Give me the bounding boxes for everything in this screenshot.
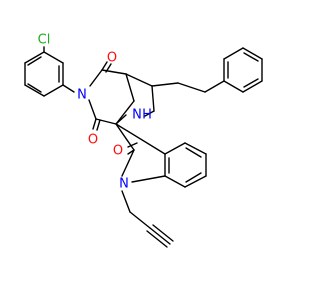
aromatic-inner-bond [243,52,259,62]
triple-bond [146,230,168,248]
bond [125,73,135,102]
aromatic-inner-bond [27,83,42,93]
aromatic-inner-bond [185,147,202,158]
carbonyl-c-o [127,142,138,148]
bond [242,80,263,93]
bond [151,82,179,87]
triple-bond [149,227,171,245]
oxygen-lactam-label: O [113,144,123,159]
bond [184,142,207,155]
bond [121,190,131,213]
background [0,0,300,300]
bond [115,100,135,125]
carbonyl-c-o [96,119,101,131]
bond-to-nh [144,110,155,117]
bond [223,80,244,93]
aromatic-inner-bond [27,56,42,66]
aromatic-inner-bond [185,172,202,183]
bond [24,84,45,97]
bond [43,84,64,97]
bond [24,51,45,64]
bond [164,142,186,155]
bond [151,85,155,112]
bond [129,211,151,229]
bond-to-n [62,84,75,93]
nitrogen-amine-label: N [132,108,142,123]
bond [125,73,153,87]
carbonyl-c-o [105,63,112,73]
bond [115,123,166,155]
nitrogen-indole-label: N [119,177,129,192]
molecule-structure: Cl N O O N H O N [0,0,300,300]
triple-bond [152,224,174,242]
bond [204,80,225,93]
oxygen-top-label: O [107,51,117,66]
bond-to-nh [115,114,127,125]
hydrogen-amine-label: H [142,108,152,123]
molecule-canvas: Cl N O O N H O N [0,0,300,300]
carbonyl-c-o [101,61,108,71]
chlorine-label: Cl [38,33,51,48]
aromatic-inner-bond [243,78,259,88]
bond [101,69,127,75]
bond [223,47,244,60]
bond [43,51,64,64]
carbon-bonds [24,46,263,248]
bond [88,99,97,120]
bond [242,47,263,60]
oxygen-mid-label: O [88,133,98,148]
carbonyl-c-o [92,118,97,130]
atom-labels: Cl N O O N H O N [38,33,152,192]
bond [177,82,206,93]
bond-to-n [121,149,135,177]
bond-to-n [131,175,166,183]
bond [164,175,186,188]
nitrogen-imide-label: N [77,88,87,103]
bond [89,69,103,87]
bond [184,175,207,188]
